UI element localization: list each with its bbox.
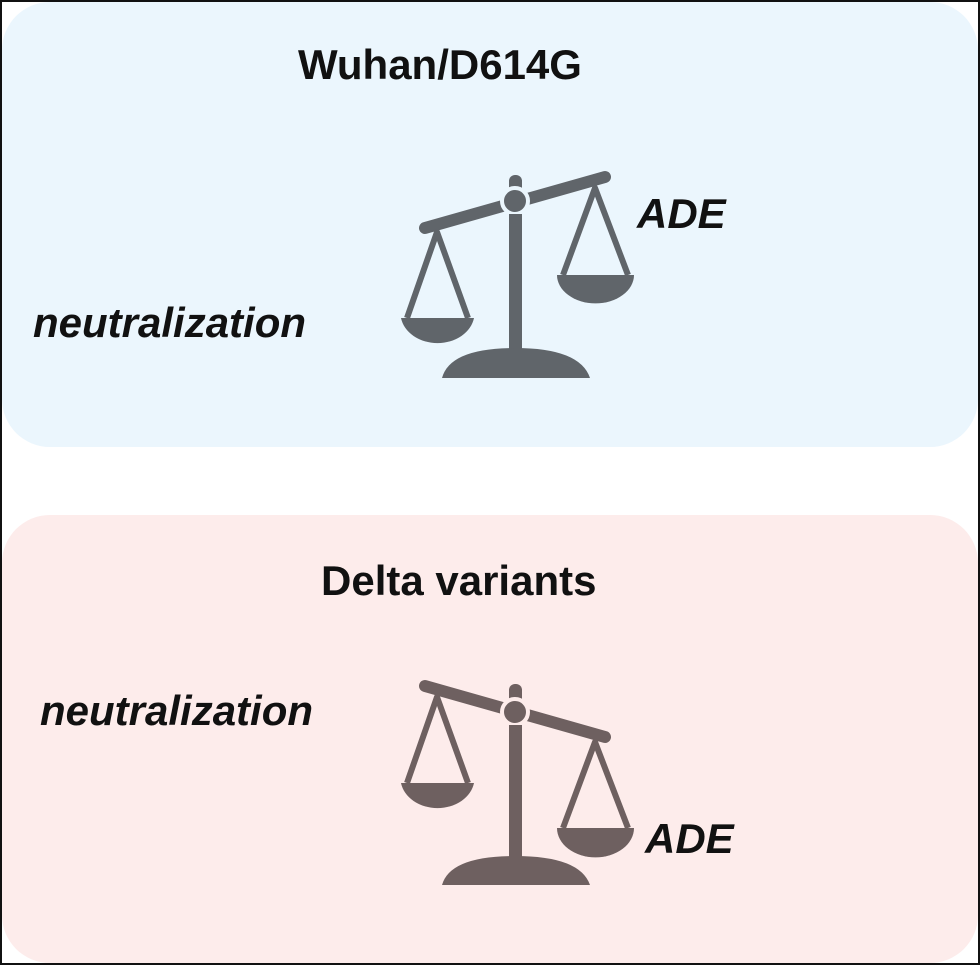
- balance-scale-icon-wuhan: [401, 171, 634, 378]
- wuhan-neutralization-label: neutralization: [33, 299, 307, 346]
- delta-title: Delta variants: [321, 557, 597, 604]
- delta-panel: [2, 515, 978, 963]
- balance-scale-icon-delta: [401, 680, 634, 885]
- wuhan-ade-label: ADE: [637, 190, 726, 237]
- wuhan-title: Wuhan/D614G: [298, 41, 582, 88]
- delta-neutralization-label: neutralization: [40, 687, 314, 734]
- delta-ade-label: ADE: [645, 815, 734, 862]
